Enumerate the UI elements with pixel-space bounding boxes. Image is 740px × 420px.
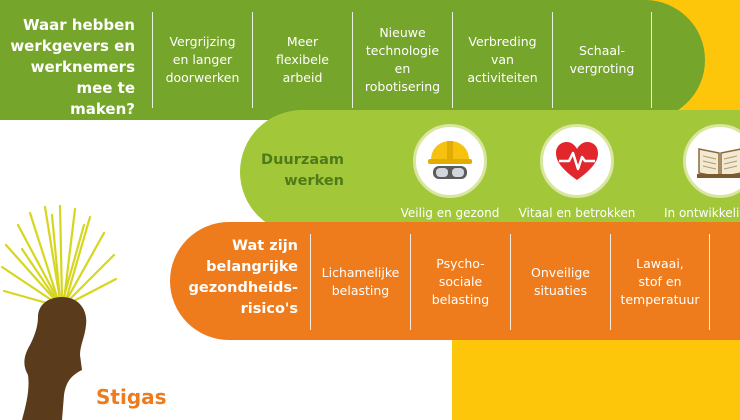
open-book-icon: [683, 124, 740, 198]
heart-pulse-icon: [540, 124, 614, 198]
item-vitaal-betrokken: Vitaal en betrokken: [512, 124, 642, 220]
title-line: Waar hebben: [22, 16, 135, 34]
item-label: Veilig en gezond: [400, 206, 500, 220]
item-veilig-gezond: Veilig en gezond: [390, 124, 510, 220]
band-challenges-title: Waar hebben werkgevers en werknemers mee…: [10, 15, 135, 120]
safety-helmet-goggles-icon: [413, 124, 487, 198]
band-sustainable-work-title: Duurzaam werken: [261, 152, 344, 189]
title-line: werkgevers en: [10, 37, 135, 55]
item-label: Vitaal en betrokken: [518, 206, 636, 220]
head-silhouette-illustration: [0, 205, 118, 420]
title-line: mee te maken?: [70, 79, 135, 118]
cell-schaalvergroting: Schaal-vergroting: [552, 12, 652, 108]
band-health-risks-title: Wat zijn belangrijke gezondheids- risico…: [188, 238, 298, 317]
title-line: werknemers: [30, 58, 135, 76]
item-label: In ontwikkeli: [664, 206, 740, 220]
band-challenges: Waar hebben werkgevers en werknemers mee…: [0, 0, 705, 120]
stigas-logo-text: Stigas: [96, 385, 167, 409]
item-ontwikkeling: In ontwikkeli: [660, 124, 740, 220]
band-health-risks: Wat zijn belangrijke gezondheids- risico…: [170, 222, 740, 340]
band-sustainable-work: Duurzaam werken Veilig en gezond Vitaal …: [240, 110, 740, 234]
